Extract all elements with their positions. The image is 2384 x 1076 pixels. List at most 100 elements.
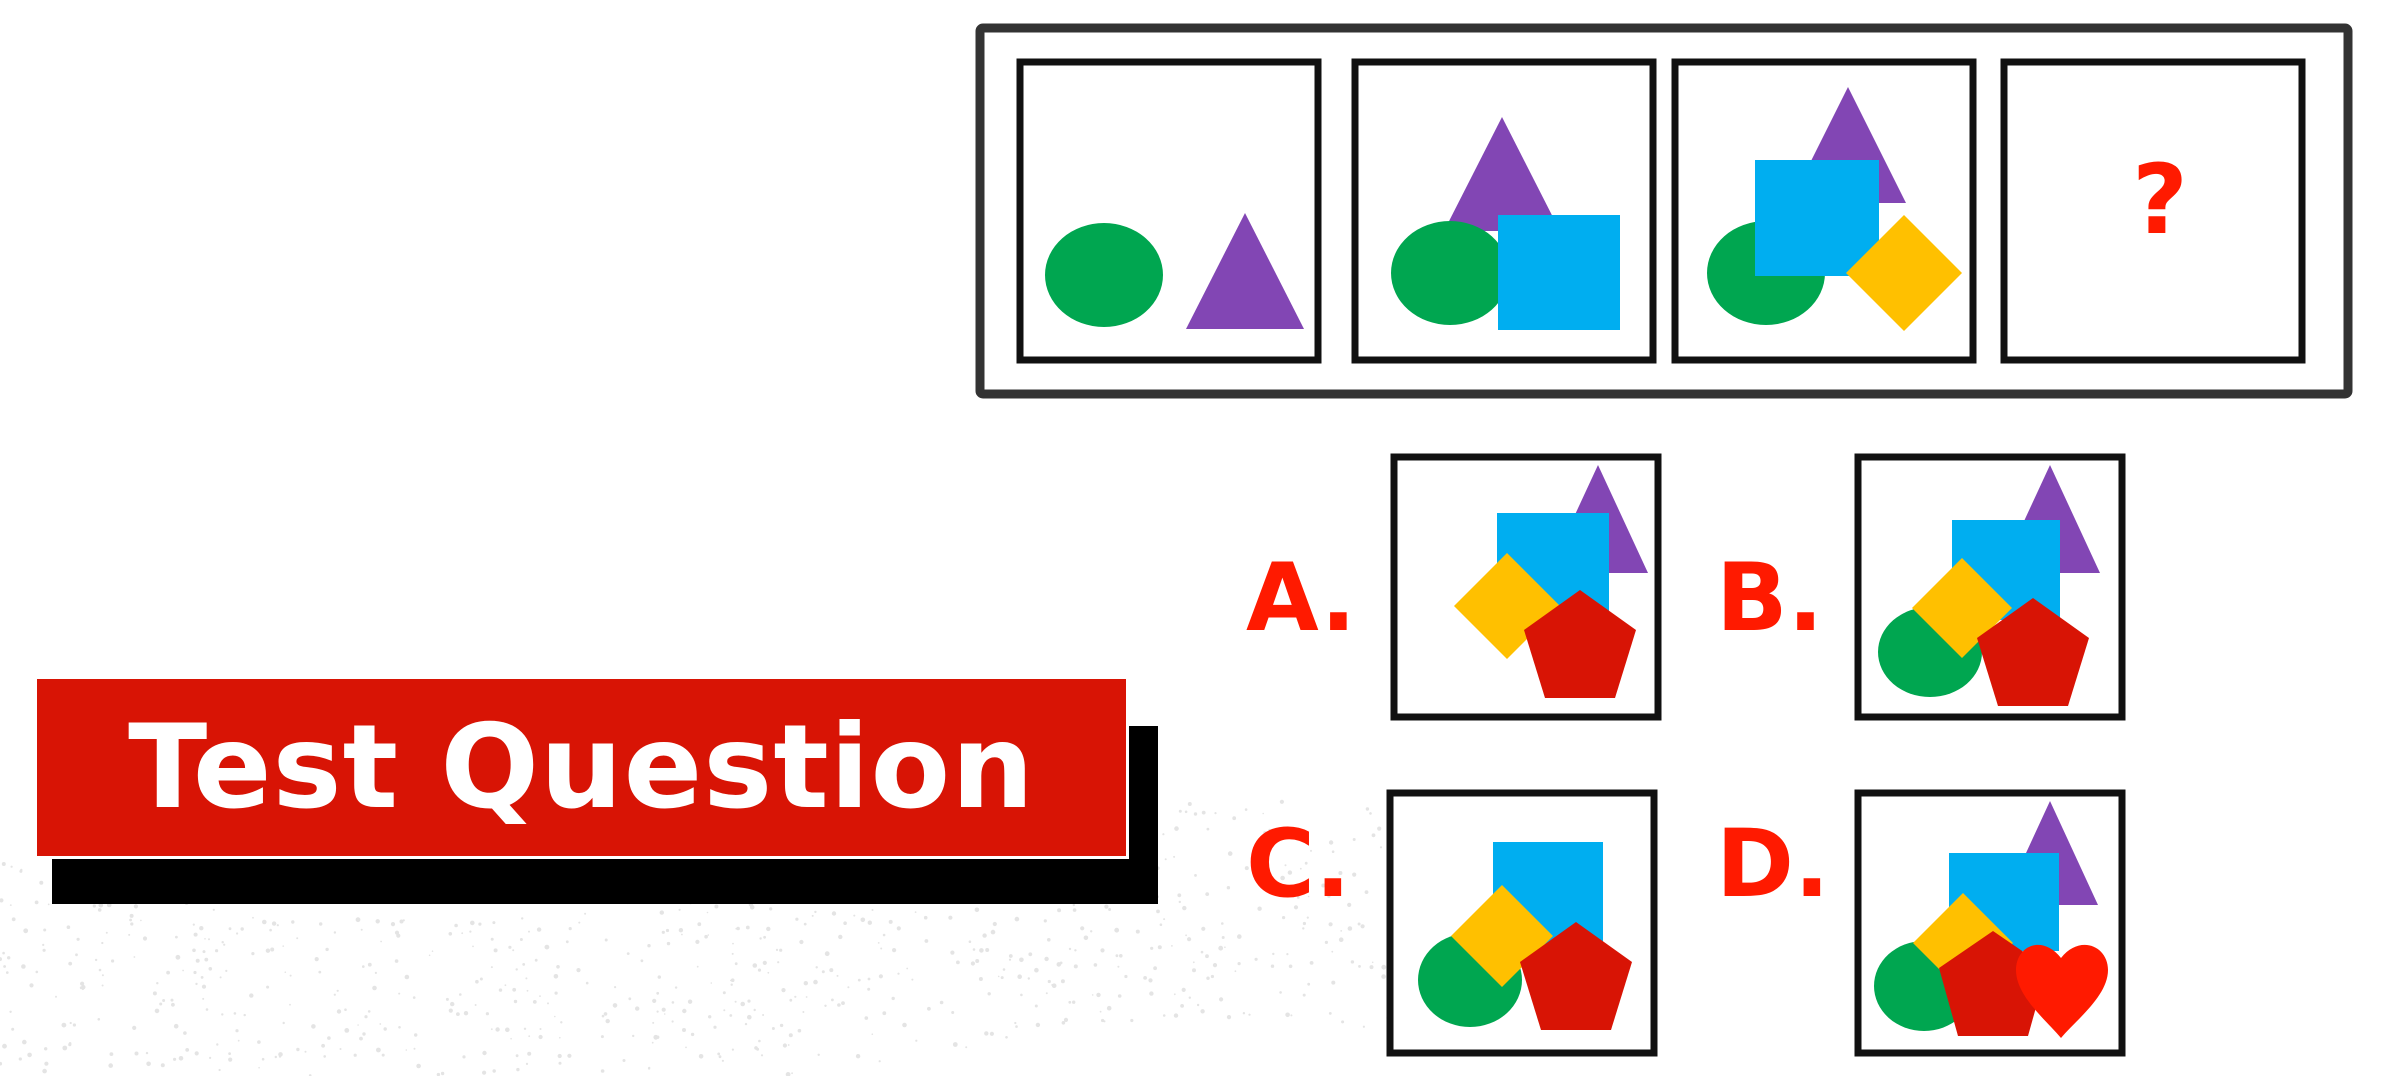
background-dot [1083, 935, 1089, 941]
background-dot [428, 954, 431, 957]
background-dot [1124, 974, 1128, 979]
option-d-label[interactable]: D. [1716, 810, 1830, 919]
background-dot [243, 1013, 246, 1017]
background-dot [978, 977, 983, 981]
background-dot [1157, 945, 1162, 950]
background-dot [760, 1054, 764, 1057]
background-dot [1270, 964, 1275, 968]
background-dot [76, 937, 80, 941]
background-dot [1200, 950, 1204, 954]
background-dot [344, 1028, 350, 1033]
option-a-label[interactable]: A. [1246, 544, 1357, 653]
background-dot [1196, 1003, 1200, 1007]
background-dot [9, 904, 12, 906]
background-dot [1306, 916, 1309, 919]
background-dot [251, 952, 255, 956]
background-dot [1212, 963, 1218, 968]
background-dot [323, 1055, 327, 1058]
background-dot [736, 926, 740, 931]
background-dot [1263, 831, 1267, 835]
background-dot [1178, 900, 1182, 904]
option-c-panel[interactable] [1386, 789, 1658, 1057]
background-dot [831, 911, 837, 916]
background-dot [1352, 838, 1356, 841]
background-dot [19, 869, 23, 873]
background-dot [824, 1004, 827, 1007]
background-dot [1347, 902, 1352, 908]
background-dot [18, 1057, 22, 1061]
background-dot [717, 1052, 721, 1056]
background-dot [479, 977, 483, 981]
background-dot [1288, 964, 1293, 969]
background-dot [175, 935, 178, 939]
option-b-label[interactable]: B. [1716, 544, 1824, 653]
background-dot [183, 1031, 187, 1035]
background-dot [1299, 867, 1302, 870]
background-dot [111, 959, 115, 963]
background-dot [781, 988, 786, 993]
background-dot [344, 1008, 347, 1011]
square-shape [1498, 215, 1620, 330]
background-dot [538, 1034, 543, 1040]
background-dot [950, 950, 955, 955]
background-dot [814, 910, 817, 914]
background-dot [522, 963, 526, 966]
background-dot [380, 940, 382, 943]
background-dot [992, 921, 997, 927]
background-dot [296, 937, 299, 940]
background-dot [357, 1024, 359, 1026]
background-dot [1000, 976, 1004, 980]
background-dot [622, 1059, 626, 1062]
background-dot [219, 976, 222, 979]
background-dot [1034, 1004, 1038, 1008]
background-dot [42, 943, 45, 947]
background-dot [1232, 816, 1237, 821]
background-dot [1237, 962, 1241, 966]
background-dot [902, 1022, 907, 1028]
background-dot [1014, 916, 1020, 922]
background-dot [192, 948, 196, 953]
background-dot [66, 925, 71, 929]
background-dot [44, 1047, 48, 1051]
background-dot [556, 965, 560, 969]
background-dot [204, 938, 206, 940]
background-dot [27, 1052, 32, 1058]
background-dot [821, 970, 825, 974]
option-c-label[interactable]: C. [1246, 810, 1351, 919]
option-d-panel[interactable] [1854, 789, 2126, 1057]
background-dot [661, 1007, 666, 1012]
background-dot [831, 998, 834, 1002]
background-dot [687, 999, 693, 1004]
option-b-panel[interactable] [1854, 453, 2126, 721]
background-dot [1163, 918, 1166, 921]
background-dot [882, 933, 886, 937]
background-dot [1068, 947, 1072, 951]
background-dot [412, 996, 416, 999]
background-dot [678, 928, 684, 933]
background-dot [939, 1000, 944, 1005]
background-dot [896, 926, 901, 931]
background-dot [1381, 974, 1386, 979]
background-dot [490, 937, 494, 941]
background-dot [785, 1072, 791, 1076]
background-dot [763, 935, 766, 939]
background-dot [195, 982, 198, 986]
background-dot [359, 1036, 363, 1041]
background-dot [723, 1009, 726, 1012]
background-dot [510, 1037, 512, 1040]
background-dot [665, 928, 670, 933]
background-dot [731, 952, 734, 955]
sequence-panel-3 [1671, 58, 1977, 364]
background-dot [101, 984, 104, 987]
background-dot [94, 958, 98, 962]
background-dot [1254, 957, 1258, 961]
background-dot [802, 1011, 805, 1013]
background-dot [490, 1028, 493, 1031]
background-dot [436, 1072, 441, 1076]
background-dot [519, 938, 523, 941]
background-dot [140, 919, 142, 922]
option-a-panel[interactable] [1390, 453, 1662, 721]
background-dot [398, 992, 401, 995]
background-dot [1218, 945, 1224, 951]
background-dot [661, 930, 665, 934]
